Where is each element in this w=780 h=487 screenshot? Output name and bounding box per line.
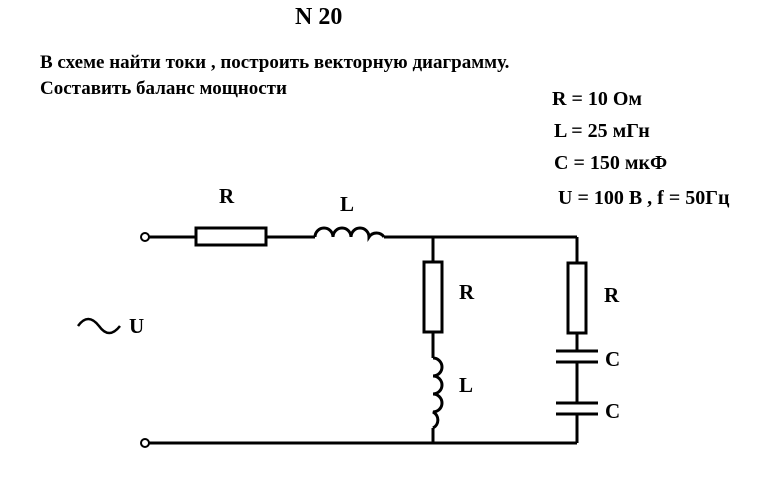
label-source-u: U <box>129 314 144 338</box>
series-inductor <box>313 226 386 242</box>
label-branch1-r: R <box>459 280 475 304</box>
ac-source-icon <box>76 317 121 335</box>
branch1-inductor <box>432 356 444 430</box>
param-resistance: R = 10 Ом <box>552 88 643 110</box>
input-terminal-bottom <box>140 438 150 448</box>
label-branch2-r: R <box>604 283 620 307</box>
task-text-line-2: Составить баланс мощности <box>40 78 287 99</box>
task-text-line-1: В схеме найти токи , построить векторную… <box>40 52 510 73</box>
label-branch2-c1: C <box>605 347 620 371</box>
param-inductance: L = 25 мГн <box>554 120 650 142</box>
series-resistor <box>194 226 268 247</box>
param-capacitance: C = 150 мкФ <box>554 152 668 174</box>
label-branch2-c2: C <box>605 399 620 423</box>
label-branch1-l: L <box>459 373 473 397</box>
branch2-resistor <box>566 261 588 335</box>
label-series-r: R <box>219 184 235 208</box>
label-series-l: L <box>340 192 354 216</box>
input-terminal-top <box>140 232 150 242</box>
problem-title: N 20 <box>295 4 343 30</box>
param-voltage-frequency: U = 100 В , f = 50Гц <box>558 187 730 209</box>
branch1-resistor <box>422 260 444 334</box>
